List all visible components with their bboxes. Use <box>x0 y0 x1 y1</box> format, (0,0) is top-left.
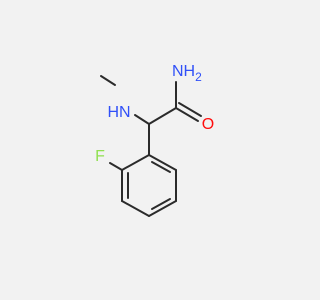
ring-inner-2 <box>151 198 171 210</box>
bond-c-o-1 <box>175 107 199 122</box>
amide-nh2-label: NH2 <box>172 63 202 84</box>
amine-hn-label: HN <box>107 104 130 121</box>
oxygen-label: O <box>202 116 214 133</box>
fluorine-label: F <box>95 148 105 165</box>
bond-c-o-2 <box>178 102 202 117</box>
atom-labels: NH2 HN O F <box>95 63 214 165</box>
ring-bond-1 <box>148 154 177 171</box>
bond-methyl-n <box>100 75 116 86</box>
bond-calpha-ccarbonyl <box>148 107 177 125</box>
amide-n-subscript: 2 <box>195 70 202 84</box>
bonds <box>100 75 202 217</box>
ring-bond-4 <box>121 200 150 217</box>
bond-ring-f <box>109 162 123 171</box>
amide-n-text: NH <box>172 63 195 80</box>
bond-n-calpha <box>134 114 150 125</box>
structure-canvas: NH2 HN O F <box>95 63 215 217</box>
ring-bond-6 <box>121 154 150 171</box>
ring-inner-1 <box>151 161 171 173</box>
molecule-drawing: NH2 HN O F <box>95 63 214 217</box>
ring-bond-3 <box>148 200 177 217</box>
